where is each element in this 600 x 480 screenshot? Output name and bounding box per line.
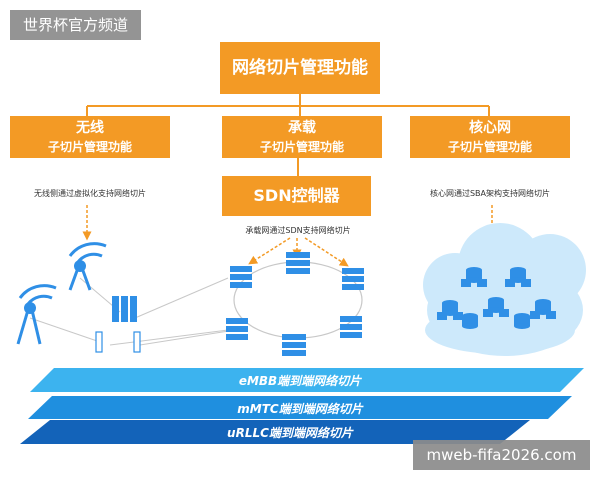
urllc-band bbox=[20, 420, 530, 444]
sdn-controller-box: SDN控制器 bbox=[222, 176, 371, 216]
network-slice-management-box: 网络切片管理功能 bbox=[220, 42, 380, 94]
wireless-subslice-box: 无线 子切片管理功能 bbox=[10, 116, 170, 158]
wireless-note: 无线侧通过虚拟化支持网络切片 bbox=[34, 189, 146, 198]
transport-title: 承载 bbox=[288, 120, 316, 136]
watermark-top: 世界杯官方频道 bbox=[10, 10, 141, 40]
sdn-arrow-left bbox=[248, 237, 291, 265]
wireless-subtitle: 子切片管理功能 bbox=[47, 140, 132, 154]
transport-note: 承载网通过SDN支持网络切片 bbox=[245, 226, 351, 235]
transport-subslice-box: 承载 子切片管理功能 bbox=[222, 116, 382, 158]
core-note: 核心网通过SBA架构支持网络切片 bbox=[429, 189, 551, 198]
wireless-title: 无线 bbox=[76, 120, 104, 136]
sdn-arrow-right bbox=[304, 237, 349, 267]
core-title: 核心网 bbox=[469, 120, 511, 136]
core-subtitle: 子切片管理功能 bbox=[447, 140, 532, 154]
bbu-rack-icon bbox=[112, 296, 137, 322]
watermark-bottom: mweb-fifa2026.com bbox=[413, 440, 590, 470]
mmtc-slice-label: mMTC端到端网络切片 bbox=[237, 402, 363, 416]
database-icons bbox=[437, 267, 556, 329]
core-subslice-box: 核心网 子切片管理功能 bbox=[410, 116, 570, 158]
embb-band bbox=[30, 368, 584, 392]
embb-slice-label: eMBB端到端网络切片 bbox=[238, 374, 362, 388]
urllc-slice-label: uRLLC端到端网络切片 bbox=[227, 426, 353, 440]
transport-subtitle: 子切片管理功能 bbox=[259, 140, 344, 154]
mmtc-band bbox=[28, 396, 572, 419]
bbu-rack-icon bbox=[95, 331, 141, 353]
server-icons bbox=[226, 252, 364, 356]
